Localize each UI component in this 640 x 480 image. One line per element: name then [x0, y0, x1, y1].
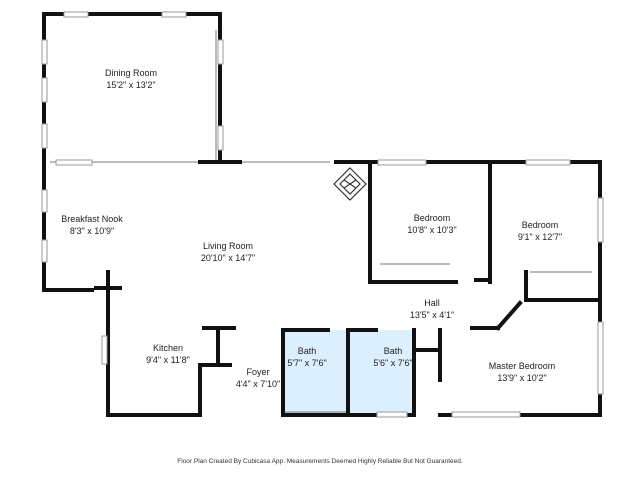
dining-room-name: Dining Room [105, 68, 157, 78]
floor-plan-disclaimer: Floor Plan Created By Cubicasa App. Meas… [177, 458, 463, 465]
hall-dims: 13'5" x 4'1" [410, 310, 454, 320]
bath-1-dims: 5'7" x 7'6" [287, 358, 326, 368]
bath-1-name: Bath [298, 346, 317, 356]
foyer-dims: 4'4" x 7'10" [236, 379, 280, 389]
bedroom-1-name: Bedroom [414, 213, 451, 223]
bath-1-floor [285, 330, 348, 413]
windows [41, 11, 604, 418]
bedroom-2-dims: 9'1" x 12'7" [518, 232, 562, 242]
bedroom-2-name: Bedroom [522, 220, 559, 230]
thin-lines [50, 30, 592, 413]
bath-2-floor [350, 330, 414, 413]
master-bedroom-name: Master Bedroom [489, 361, 556, 371]
kitchen-dims: 9'4" x 11'8" [146, 355, 190, 365]
dining-room-dims: 15'2" x 13'2" [106, 80, 155, 90]
kitchen-name: Kitchen [153, 343, 183, 353]
bedroom-1-dims: 10'8" x 10'3" [407, 225, 456, 235]
fireplace-icon [333, 167, 367, 201]
breakfast-nook-name: Breakfast Nook [61, 214, 123, 224]
hall-name: Hall [424, 298, 440, 308]
bath-2-name: Bath [384, 346, 403, 356]
master-bedroom-dims: 13'9" x 10'2" [497, 373, 546, 383]
breakfast-nook-dims: 8'3" x 10'9" [70, 226, 114, 236]
bath-2-dims: 5'6" x 7'6" [373, 358, 412, 368]
living-room-dims: 20'10" x 14'7" [201, 253, 255, 263]
foyer-name: Foyer [246, 367, 269, 377]
living-room-name: Living Room [203, 241, 253, 251]
